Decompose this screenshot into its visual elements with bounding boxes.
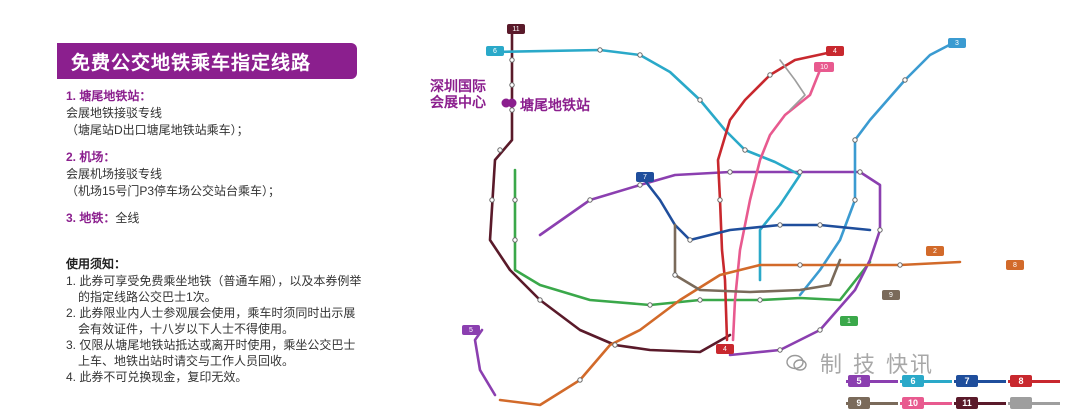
legend-line <box>954 380 1006 383</box>
note-item: 4. 此券不可兑换现金，复印无效。 <box>66 370 248 384</box>
route-heading: 机场： <box>79 150 116 164</box>
line-7-path <box>641 176 872 242</box>
legend-chip-7: 7 <box>956 375 978 387</box>
map-line-tag: 3 <box>948 38 966 48</box>
note-item: 1. 此券可享受免费乘坐地铁（普通车厢），以及本券例举的指定线路公交巴士1次。 <box>66 274 362 304</box>
legend-line <box>954 402 1006 405</box>
legend-chip-other <box>1010 397 1032 409</box>
watermark-text: 制 技 快讯 <box>820 353 934 378</box>
line-11-path <box>488 28 732 354</box>
metro-map: 11 6 4 3 10 7 2 8 9 5 1 4 <box>400 0 1080 415</box>
tag-label: 6 <box>493 47 497 55</box>
tag-label: 2 <box>933 247 937 255</box>
route-heading: 地铁： <box>79 211 116 225</box>
route-number: 2. <box>66 150 77 164</box>
tag-label: 5 <box>469 326 473 334</box>
map-line-tag: 5 <box>462 325 480 335</box>
route-line: （塘尾站D出口塘尾地铁站乘车）； <box>66 123 249 137</box>
info-panel: 免费公交地铁乘车指定线路 1. 塘尾地铁站： 会展地铁接驳专线 （塘尾站D出口塘… <box>0 0 400 415</box>
legend-line <box>846 402 898 405</box>
legend-line <box>846 380 898 383</box>
tag-label: 9 <box>889 291 893 299</box>
line-2-path <box>498 260 962 407</box>
map-line-tag: 8 <box>1006 260 1024 270</box>
legend-line <box>900 402 952 405</box>
convention-center-label: 深圳国际会展中心 <box>430 78 486 110</box>
usage-notes: 使用须知： 1. 此券可享受免费乘坐地铁（普通车厢），以及本券例举的指定线路公交… <box>66 256 366 385</box>
tag-label: 4 <box>833 47 837 55</box>
metro-map-svg <box>473 28 962 407</box>
map-line-tag: 10 <box>814 62 834 72</box>
map-line-tag: 1 <box>840 316 858 326</box>
tangwei-station-marker <box>507 98 517 108</box>
route-number: 3. <box>66 211 77 225</box>
wechat-logo-icon <box>786 354 807 371</box>
note-item: 2. 此券限业内人士参观展会使用，乘车时须同时出示展会有效证件，十八岁以下人士不… <box>66 306 356 336</box>
notes-title: 使用须知： <box>66 257 127 271</box>
route-item-metro: 3. 地铁：全线 <box>66 210 139 227</box>
route-line: 会展机场接驳专线 <box>66 167 163 181</box>
line-9-path <box>673 223 842 294</box>
tag-label: 4 <box>723 345 727 353</box>
route-line: 全线 <box>115 211 140 225</box>
map-line-tag: 2 <box>926 246 944 256</box>
legend-chip-5: 5 <box>848 375 870 387</box>
line-3-path <box>798 40 957 297</box>
line-12-path <box>473 328 497 397</box>
map-line-tag: 11 <box>507 24 525 34</box>
note-item: 3. 仅限从塘尾地铁站抵达或离开时使用，乘坐公交巴士上车、地铁出站时请交与工作人… <box>66 338 356 368</box>
station-dots <box>489 47 908 383</box>
legend-line <box>900 380 952 383</box>
tag-label: 3 <box>955 39 959 47</box>
legend-line <box>1008 380 1060 383</box>
tag-label: 11 <box>512 25 520 33</box>
page-title: 免费公交地铁乘车指定线路 <box>57 43 357 79</box>
tag-label: 8 <box>1013 261 1017 269</box>
tag-label: 7 <box>643 173 647 181</box>
route-line: （机场15号门P3停车场公交站台乘车）； <box>66 184 281 198</box>
legend-chip-11: 11 <box>956 397 978 409</box>
route-number: 1. <box>66 89 77 103</box>
line-grey-path <box>779 59 806 111</box>
route-line: 会展地铁接驳专线 <box>66 106 163 120</box>
line-legend: 5 6 7 8 9 10 11 <box>846 370 1062 414</box>
line-10-path <box>731 68 822 342</box>
legend-chip-8: 8 <box>1010 375 1032 387</box>
map-line-tag: 6 <box>486 46 504 56</box>
legend-chip-10: 10 <box>902 397 924 409</box>
map-line-tag: 7 <box>636 172 654 182</box>
map-line-tag: 4 <box>826 46 844 56</box>
legend-chip-6: 6 <box>902 375 924 387</box>
tag-label: 1 <box>847 317 851 325</box>
map-line-tag: 9 <box>882 290 900 300</box>
route-item-airport: 2. 机场： 会展机场接驳专线 （机场15号门P3停车场公交站台乘车）； <box>66 149 280 200</box>
route-heading: 塘尾地铁站： <box>79 89 152 103</box>
map-line-tag: 4 <box>716 344 734 354</box>
legend-line <box>1008 402 1060 405</box>
legend-chip-9: 9 <box>848 397 870 409</box>
line-4-path <box>716 50 834 342</box>
line-6-path <box>490 48 802 282</box>
route-item-tangwei: 1. 塘尾地铁站： 会展地铁接驳专线 （塘尾站D出口塘尾地铁站乘车）； <box>66 88 249 139</box>
tangwei-station-label: 塘尾地铁站 <box>520 97 590 113</box>
tag-label: 10 <box>820 63 828 71</box>
